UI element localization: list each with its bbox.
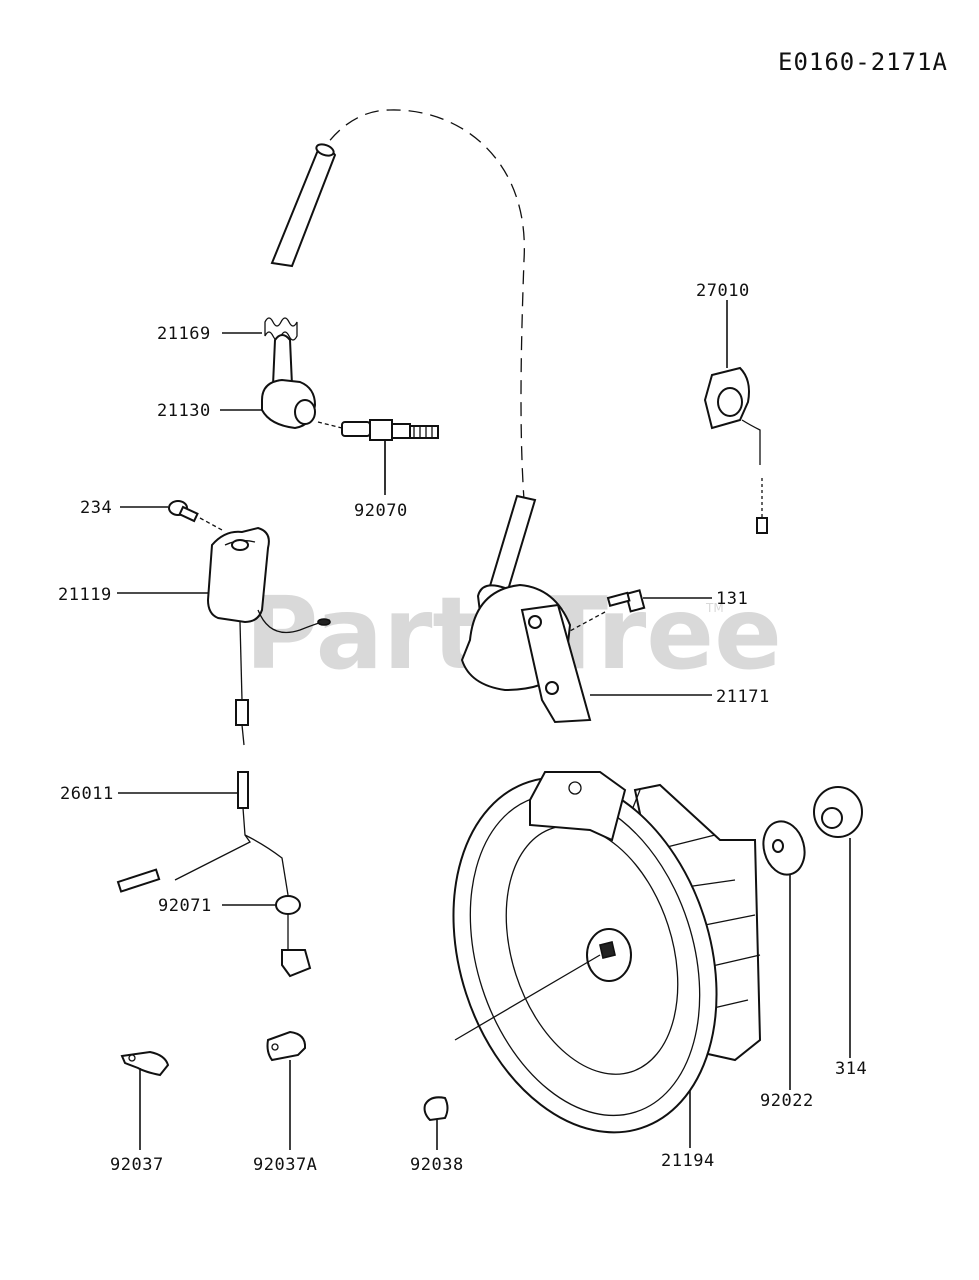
label-26011[interactable]: 26011 — [60, 784, 114, 804]
label-27010[interactable]: 27010 — [696, 281, 750, 301]
plug-cap-spring[interactable] — [264, 317, 298, 341]
label-92037[interactable]: 92037 — [110, 1155, 164, 1175]
label-21119[interactable]: 21119 — [58, 585, 112, 605]
label-92038[interactable]: 92038 — [410, 1155, 464, 1175]
label-21169[interactable]: 21169 — [157, 324, 211, 344]
label-92037a[interactable]: 92037A — [253, 1155, 317, 1175]
label-21171[interactable]: 21171 — [716, 687, 770, 707]
clip-a[interactable] — [266, 1030, 307, 1062]
screw-234[interactable] — [168, 500, 223, 531]
label-21194[interactable]: 21194 — [661, 1151, 715, 1171]
flywheel[interactable] — [410, 743, 762, 1166]
flywheel-nut[interactable] — [813, 786, 863, 838]
label-92022[interactable]: 92022 — [760, 1091, 814, 1111]
label-21130[interactable]: 21130 — [157, 401, 211, 421]
label-314[interactable]: 314 — [835, 1059, 867, 1079]
flywheel-key[interactable] — [423, 954, 601, 1122]
stop-switch[interactable] — [703, 366, 768, 534]
washer[interactable] — [758, 817, 811, 880]
label-92071[interactable]: 92071 — [158, 896, 212, 916]
igniter-module[interactable] — [206, 526, 331, 746]
label-92070[interactable]: 92070 — [354, 501, 408, 521]
wire-harness[interactable] — [116, 771, 289, 896]
ignition-coil[interactable] — [460, 494, 592, 724]
ht-lead — [270, 109, 525, 501]
diagram-code: E0160-2171A — [778, 48, 948, 76]
plug-cap[interactable] — [261, 334, 317, 430]
clip[interactable] — [120, 1050, 170, 1077]
label-234[interactable]: 234 — [80, 498, 112, 518]
label-131[interactable]: 131 — [716, 589, 748, 609]
spark-plug[interactable] — [317, 419, 439, 490]
watermark-trademark: TM — [705, 601, 724, 615]
bolt-131[interactable] — [567, 589, 646, 633]
wire-clamp[interactable] — [275, 895, 312, 978]
